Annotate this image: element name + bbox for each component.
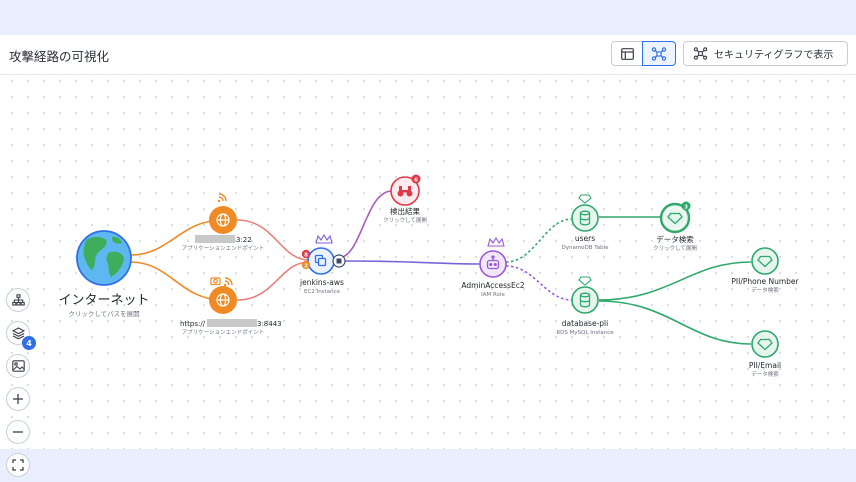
graph-canvas[interactable]: インターネット クリックしてパスを展開 3:22 アプリケーションエ	[0, 75, 856, 477]
edge-admin-users	[505, 218, 573, 263]
image-button[interactable]	[6, 354, 30, 378]
data-search-badge	[681, 201, 691, 211]
findings-node[interactable]: 6 検出結果 クリックして展開	[383, 174, 427, 225]
endpoint1-sub: アプリケーションエンドポイント	[182, 245, 264, 252]
jenkins-node[interactable]: 8 2 jenkins-aws EC2 Instance	[299, 233, 346, 295]
crown-icon	[487, 236, 505, 247]
binoculars-icon	[397, 186, 413, 197]
pii-email-node[interactable]: PII/Email データ検索	[749, 330, 781, 378]
admin-sub: IAM Role	[481, 292, 505, 298]
globe-icon	[216, 293, 230, 307]
users-sub: DynamoDB Table	[561, 245, 609, 251]
diamond-icon	[578, 276, 592, 286]
data-search-node[interactable]: 3 データ検索 クリックして展開	[653, 201, 697, 253]
data-search-sub: クリックして展開	[653, 245, 697, 252]
chip-icon	[336, 258, 342, 264]
table-icon	[620, 47, 634, 60]
fullscreen-icon	[12, 459, 24, 471]
table-view-button[interactable]	[611, 41, 643, 66]
database-icon	[579, 292, 591, 308]
endpoint2-label-suffix: 3:8443	[257, 320, 282, 328]
hierarchy-icon	[11, 294, 25, 306]
edge-dbpii-email	[598, 300, 752, 345]
admin-role-node[interactable]: AdminAccessEc2 IAM Role	[461, 236, 525, 298]
image-icon	[11, 360, 25, 372]
edge-jenkins-findings	[337, 190, 393, 259]
header-bar: 攻撃経路の可視化	[0, 35, 856, 75]
internet-sub: クリックしてパスを展開	[68, 310, 139, 318]
zoom-out-icon	[13, 431, 23, 433]
attack-path-graph: インターネット クリックしてパスを展開 3:22 アプリケーションエ	[58, 174, 800, 378]
layers-icon	[11, 326, 25, 339]
security-graph-label: セキュリティグラフで表示	[714, 50, 834, 61]
wifi-icon	[223, 277, 233, 287]
copy-icon	[314, 254, 327, 267]
layers-count-badge: 4	[22, 336, 36, 350]
jenkins-label: jenkins-aws	[299, 278, 344, 287]
robot-icon	[486, 255, 500, 270]
internet-node[interactable]: インターネット クリックしてパスを展開	[58, 230, 150, 318]
jenkins-sub: EC2 Instance	[304, 289, 341, 295]
graph-network-icon	[693, 47, 708, 60]
layers-button[interactable]: 4	[6, 321, 36, 350]
endpoint2-label-prefix: https://	[180, 320, 206, 328]
diamond-icon	[757, 255, 773, 268]
svg-text:2: 2	[304, 264, 308, 270]
globe-icon	[83, 236, 124, 277]
database-pii-sub: RDS MySQL Instance	[556, 330, 614, 336]
svg-text:6: 6	[414, 178, 418, 184]
endpoint-node-2[interactable]: https:// 3:8443 アプリケーションエンドポイント	[180, 277, 282, 336]
users-table-node[interactable]: users DynamoDB Table	[561, 194, 609, 251]
fullscreen-button[interactable]	[6, 453, 30, 477]
findings-label: 検出結果	[390, 206, 420, 216]
pii-phone-label: PII/Phone Number	[731, 277, 799, 286]
app-window: 攻撃経路の可視化	[0, 35, 856, 477]
alert-badge-red	[301, 249, 311, 259]
diamond-icon	[757, 338, 773, 351]
pii-phone-sub: データ検索	[751, 286, 779, 294]
crown-icon	[315, 233, 333, 244]
edge-endpoint1-jenkins	[236, 219, 310, 261]
alert-badge-orange	[301, 260, 311, 270]
endpoint-node-1[interactable]: 3:22 アプリケーションエンドポイント	[182, 193, 264, 252]
database-pii-label: database-pii	[562, 319, 608, 328]
pii-phone-node[interactable]: PII/Phone Number データ検索	[731, 247, 800, 294]
redacted-text	[207, 319, 257, 327]
svg-text:3: 3	[684, 205, 688, 211]
edge-jenkins-admin	[344, 260, 481, 265]
hierarchy-button[interactable]	[6, 288, 30, 312]
wifi-icon	[217, 193, 227, 203]
diamond-icon	[667, 212, 683, 225]
internet-label: インターネット	[58, 293, 149, 308]
findings-sub: クリックして展開	[383, 217, 427, 224]
page-title: 攻撃経路の可視化	[9, 49, 110, 64]
users-label: users	[575, 234, 595, 243]
zoom-in-icon	[13, 394, 23, 404]
database-pii-node[interactable]: database-pii RDS MySQL Instance	[556, 276, 614, 336]
zoom-out-button[interactable]	[6, 420, 30, 444]
diamond-icon	[578, 194, 592, 204]
svg-text:8: 8	[304, 253, 308, 259]
edge-endpoint2-jenkins	[236, 261, 310, 301]
camera-icon	[210, 277, 221, 286]
findings-badge	[411, 174, 421, 184]
admin-label: AdminAccessEc2	[461, 281, 524, 290]
pii-email-sub: データ検索	[751, 370, 779, 378]
data-search-label: データ検索	[656, 234, 694, 244]
globe-icon	[216, 213, 230, 227]
redacted-text	[195, 235, 235, 243]
edge-dbpii-phone	[598, 261, 752, 301]
endpoint2-sub: アプリケーションエンドポイント	[182, 329, 264, 336]
pii-email-label: PII/Email	[749, 361, 781, 370]
graph-view-button[interactable]	[642, 41, 676, 66]
zoom-in-button[interactable]	[6, 387, 30, 411]
graph-network-icon	[651, 46, 667, 61]
database-icon	[579, 210, 591, 226]
endpoint1-label: 3:22	[236, 236, 252, 244]
security-graph-button[interactable]: セキュリティグラフで表示	[683, 41, 848, 66]
